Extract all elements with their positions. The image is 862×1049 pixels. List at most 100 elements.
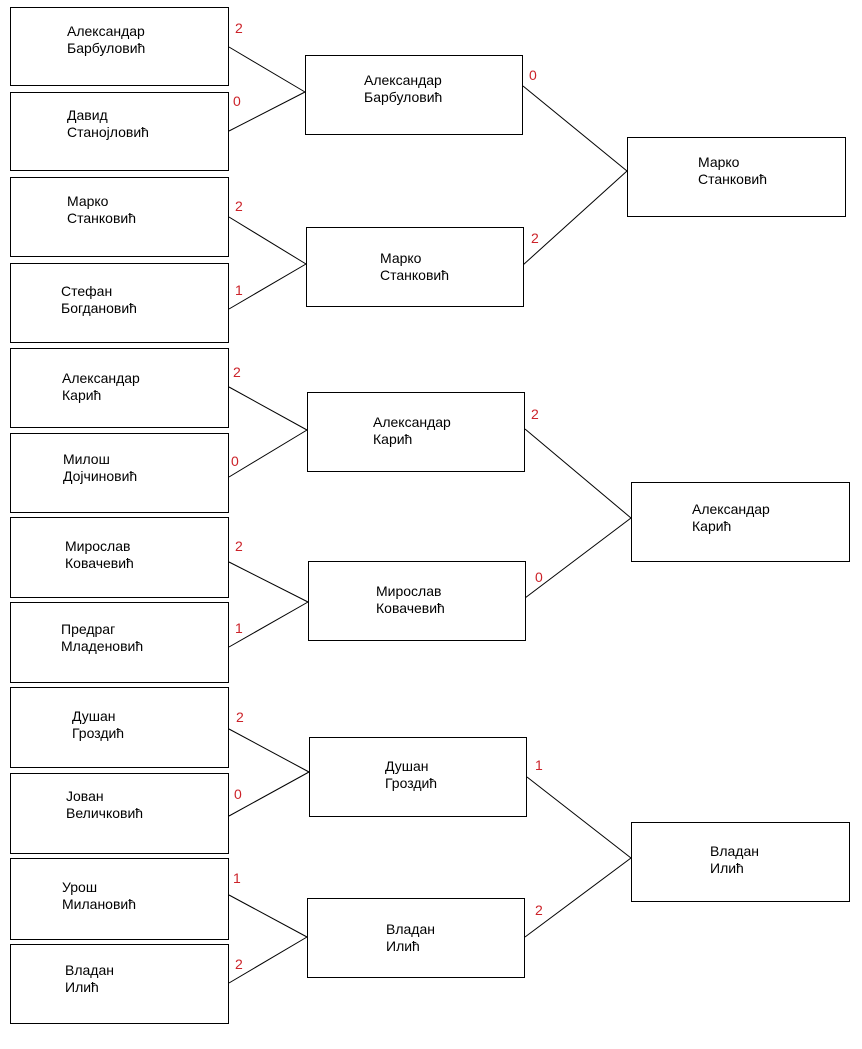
player-first-name: Стефан — [61, 283, 113, 299]
player-last-name: Гроздић — [72, 725, 125, 741]
round1-score: 2 — [233, 364, 241, 380]
round1-match-box: Предраг Младеновић — [10, 602, 229, 683]
round1-score: 2 — [235, 538, 243, 554]
round1-score: 2 — [235, 198, 243, 214]
round1-score: 0 — [234, 786, 242, 802]
round1-match-box: Марко Станковић — [10, 177, 229, 257]
connector-line — [228, 216, 307, 265]
player-last-name: Дојчиновић — [63, 468, 138, 484]
player-last-name: Ковачевић — [376, 600, 445, 616]
connector-line — [228, 91, 306, 132]
player-first-name: Владан — [710, 843, 759, 859]
player-last-name: Богдановић — [61, 300, 137, 316]
player-last-name: Младеновић — [61, 638, 144, 654]
player-first-name: Урош — [62, 879, 98, 895]
connector-line — [524, 517, 632, 599]
player-last-name: Гроздић — [385, 775, 438, 791]
player-first-name: Предраг — [61, 621, 116, 637]
connector-line — [228, 771, 310, 817]
player-last-name: Барбуловић — [364, 89, 443, 105]
player-last-name: Станковић — [698, 171, 767, 187]
round1-match-box: Александар Карић — [10, 348, 229, 428]
player-last-name: Станковић — [380, 267, 449, 283]
round1-score: 0 — [233, 93, 241, 109]
connector-line — [522, 170, 628, 266]
round2-match-box: Марко Станковић — [306, 227, 524, 307]
round2-score: 0 — [535, 569, 543, 585]
player-name: Александар Карић — [62, 370, 140, 404]
player-first-name: Милош — [63, 451, 110, 467]
player-first-name: Александар — [364, 72, 442, 88]
round1-score: 2 — [235, 20, 243, 36]
round2-match-box: Душан Гроздић — [309, 737, 527, 817]
round1-score: 2 — [236, 709, 244, 725]
round1-score: 2 — [235, 956, 243, 972]
round3-winner-box: Александар Карић — [631, 482, 850, 562]
round2-match-box: Мирослав Ковачевић — [308, 561, 526, 641]
player-name: Владан Илић — [710, 843, 759, 877]
player-first-name: Душан — [72, 708, 116, 724]
player-first-name: Александар — [692, 501, 770, 517]
round1-score: 1 — [235, 282, 243, 298]
round1-match-box: Мирослав Ковачевић — [10, 517, 229, 598]
player-last-name: Карић — [62, 387, 102, 403]
connector-line — [228, 429, 308, 478]
player-name: Марко Станковић — [380, 250, 449, 284]
player-first-name: Александар — [62, 370, 140, 386]
player-last-name: Ковачевић — [65, 555, 134, 571]
connector-line — [526, 776, 632, 859]
player-first-name: Давид — [67, 107, 108, 123]
round1-match-box: Владан Илић — [10, 944, 229, 1024]
player-last-name: Карић — [692, 518, 732, 534]
player-last-name: Барбуловић — [67, 40, 146, 56]
player-first-name: Душан — [385, 758, 429, 774]
connector-line — [228, 894, 308, 938]
round1-score: 1 — [235, 620, 243, 636]
player-name: Милош Дојчиновић — [63, 451, 137, 485]
connector-line — [228, 263, 307, 310]
player-name: Душан Гроздић — [385, 758, 437, 792]
round1-match-box: Душан Гроздић — [10, 687, 229, 768]
player-first-name: Марко — [698, 154, 740, 170]
player-name: Јован Величковић — [66, 788, 143, 822]
round2-score: 2 — [535, 902, 543, 918]
player-first-name: Владан — [65, 962, 114, 978]
player-last-name: Илић — [65, 979, 99, 995]
round1-match-box: Стефан Богдановић — [10, 263, 229, 343]
player-name: Предраг Младеновић — [61, 621, 143, 655]
round1-match-box: Урош Милановић — [10, 858, 229, 940]
round3-winner-box: Владан Илић — [631, 822, 850, 902]
round1-score: 1 — [233, 870, 241, 886]
player-first-name: Јован — [66, 788, 104, 804]
round1-match-box: Давид Станојловић — [10, 92, 229, 171]
round2-score: 0 — [529, 67, 537, 83]
player-last-name: Станковић — [67, 210, 136, 226]
player-first-name: Александар — [373, 414, 451, 430]
player-first-name: Мирослав — [376, 583, 442, 599]
player-first-name: Владан — [386, 921, 435, 937]
player-name: Давид Станојловић — [67, 107, 149, 141]
player-name: Александар Барбуловић — [364, 72, 442, 106]
player-name: Владан Илић — [386, 921, 435, 955]
player-name: Мирослав Ковачевић — [65, 538, 134, 572]
connector-line — [524, 857, 632, 938]
connector-line — [228, 728, 310, 773]
round2-score: 1 — [535, 757, 543, 773]
round2-match-box: Александар Барбуловић — [305, 55, 523, 135]
player-last-name: Карић — [373, 431, 413, 447]
connector-line — [524, 428, 632, 519]
player-last-name: Илић — [710, 860, 744, 876]
round2-score: 2 — [531, 406, 539, 422]
round1-match-box: Јован Величковић — [10, 773, 229, 854]
round2-match-box: Владан Илић — [307, 898, 525, 978]
player-last-name: Станојловић — [67, 124, 149, 140]
player-name: Урош Милановић — [62, 879, 136, 913]
round2-score: 2 — [531, 230, 539, 246]
round2-match-box: Александар Карић — [307, 392, 525, 472]
player-last-name: Величковић — [66, 805, 144, 821]
connector-line — [522, 85, 628, 172]
player-name: Душан Гроздић — [72, 708, 124, 742]
round3-winner-box: Марко Станковић — [627, 137, 846, 217]
round1-match-box: Александар Барбуловић — [10, 7, 229, 86]
